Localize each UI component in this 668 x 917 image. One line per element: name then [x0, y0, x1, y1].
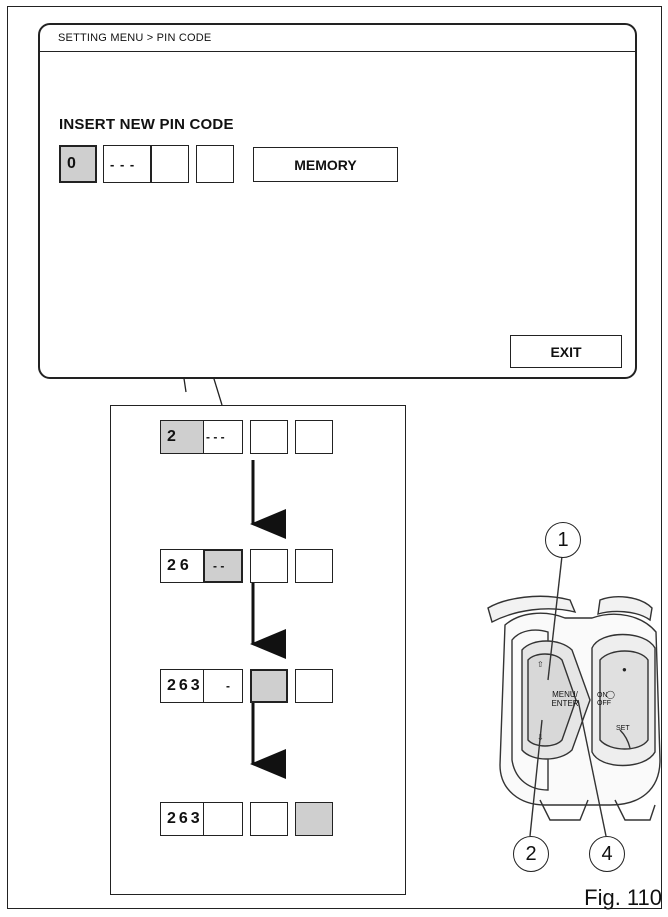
step4-digits: 2639 [167, 810, 215, 827]
step2-digit-2: - - [203, 549, 243, 583]
pin-digit-4[interactable] [196, 145, 234, 183]
figure-frame [7, 6, 662, 909]
step2-dashes: - - [213, 559, 225, 573]
callout-1: 1 [545, 522, 581, 558]
pin-digit-1[interactable]: 0 [59, 145, 97, 183]
step2-digits: 26 [167, 557, 193, 574]
pin-digit-2[interactable]: - - - [103, 145, 151, 183]
step3-digit-4 [295, 669, 333, 703]
up-arrow-icon: ⇧ [537, 660, 544, 669]
step1-digit-4 [295, 420, 333, 454]
callout-2: 2 [513, 836, 549, 872]
menu-enter-label: MENU/ ENTER [551, 690, 579, 708]
step2-digit-3 [250, 549, 288, 583]
pin-digit-3[interactable] [151, 145, 189, 183]
step3-digit-2: - [203, 669, 243, 703]
step1-digit-1: 2 [160, 420, 206, 454]
pin-digit-1-value: 0 [67, 155, 76, 172]
step1-digits: 2 [167, 428, 176, 445]
step3-digit-1: 263 [160, 669, 206, 703]
step1-dashes: - - - [206, 430, 225, 444]
figure-label: Fig. 110 [584, 885, 662, 910]
callout-4: 4 [589, 836, 625, 872]
pin-placeholder: - - - [110, 156, 136, 172]
step4-digit-1: 2639 [160, 802, 212, 836]
step3-digits: 263 [167, 677, 203, 694]
display-screen: SETTING MENU > PIN CODE [38, 23, 637, 379]
step2-digit-1: 26 [160, 549, 206, 583]
memory-button[interactable]: MEMORY [253, 147, 398, 182]
step3-dashes: - [226, 679, 230, 693]
svg-text:◯: ◯ [606, 690, 615, 699]
svg-text:●: ● [622, 665, 627, 674]
step4-digit-3 [250, 802, 288, 836]
step2-digit-4 [295, 549, 333, 583]
set-label: SET [616, 725, 630, 732]
step3-digit-3 [250, 669, 288, 703]
sequence-arrows [250, 460, 286, 779]
down-arrow-icon: ⇩ [537, 733, 544, 742]
on-off-label: ON OFF [597, 692, 611, 707]
breadcrumb: SETTING MENU > PIN CODE [40, 25, 635, 52]
step4-digit-4 [295, 802, 333, 836]
step1-digit-2: - - - [203, 420, 243, 454]
page-title: INSERT NEW PIN CODE [59, 116, 234, 133]
step1-digit-3 [250, 420, 288, 454]
exit-button[interactable]: EXIT [510, 335, 622, 368]
step4-digit-2 [203, 802, 243, 836]
